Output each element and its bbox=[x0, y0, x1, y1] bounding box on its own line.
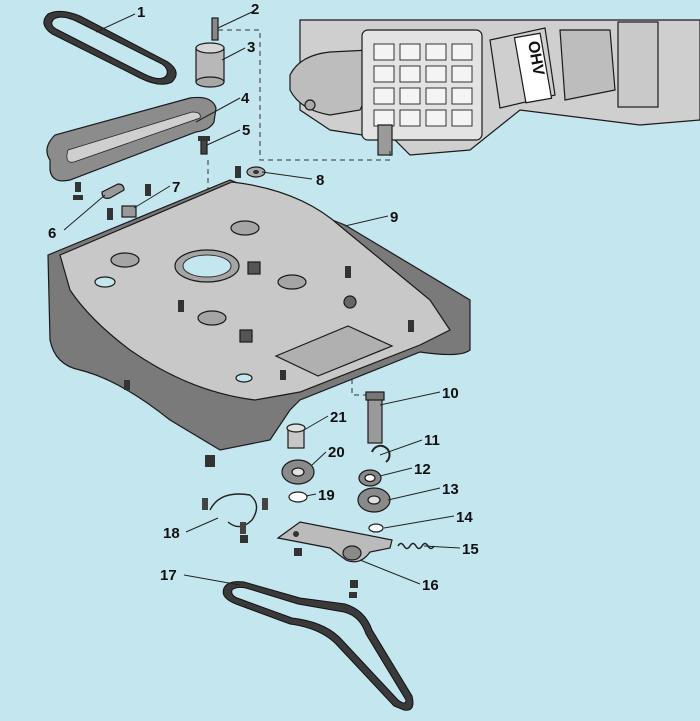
engine: OHV bbox=[289, 19, 700, 156]
label-11: 11 bbox=[424, 432, 440, 449]
leader-lines bbox=[63, 11, 461, 586]
label-17: 17 bbox=[160, 567, 177, 584]
part-21-bushing bbox=[286, 423, 306, 449]
label-12: 12 bbox=[414, 461, 431, 478]
part-13-pulley bbox=[357, 487, 391, 513]
part-10-shaft bbox=[365, 391, 385, 444]
label-13: 13 bbox=[442, 481, 459, 498]
label-19: 19 bbox=[318, 487, 335, 504]
part-6-clip bbox=[101, 183, 125, 199]
ohv-badge bbox=[513, 32, 553, 104]
part-18-hardware bbox=[202, 493, 268, 534]
part-11-retaining-ring bbox=[371, 444, 391, 463]
label-10: 10 bbox=[442, 385, 459, 402]
part-5-screw bbox=[198, 136, 210, 155]
part-16-idler-arm bbox=[276, 521, 393, 563]
part-20-bearing bbox=[281, 459, 315, 485]
label-6: 6 bbox=[48, 225, 56, 242]
part-9-deck bbox=[47, 179, 471, 451]
part-8-washer bbox=[246, 166, 266, 178]
part-3-bushing bbox=[195, 42, 225, 88]
label-18: 18 bbox=[163, 525, 180, 542]
ohv-badge-text: OHV bbox=[524, 40, 547, 77]
part-4-handle-bracket bbox=[46, 96, 217, 182]
part-2-pin bbox=[211, 17, 219, 41]
label-3: 3 bbox=[247, 39, 255, 56]
part-7-spacer bbox=[121, 205, 137, 218]
label-8: 8 bbox=[316, 172, 324, 189]
label-5: 5 bbox=[242, 122, 250, 139]
callout-labels: 1 2 3 4 5 6 7 8 9 10 11 12 13 14 15 16 1… bbox=[48, 1, 479, 594]
label-4: 4 bbox=[241, 90, 250, 107]
label-2: 2 bbox=[251, 1, 259, 18]
label-16: 16 bbox=[422, 577, 439, 594]
loose-fasteners bbox=[73, 166, 414, 598]
label-20: 20 bbox=[328, 444, 345, 461]
part-14-washer bbox=[368, 523, 384, 533]
label-21: 21 bbox=[330, 409, 347, 426]
part-12-bearing bbox=[358, 469, 382, 487]
part-19-ring bbox=[288, 491, 308, 503]
part-17-drive-belt bbox=[222, 581, 414, 711]
label-1: 1 bbox=[137, 4, 145, 21]
part-1-belt bbox=[43, 10, 177, 85]
engine-shaft bbox=[377, 124, 393, 156]
label-15: 15 bbox=[462, 541, 479, 558]
label-7: 7 bbox=[172, 179, 180, 196]
label-14: 14 bbox=[456, 509, 473, 526]
label-9: 9 bbox=[390, 209, 398, 226]
